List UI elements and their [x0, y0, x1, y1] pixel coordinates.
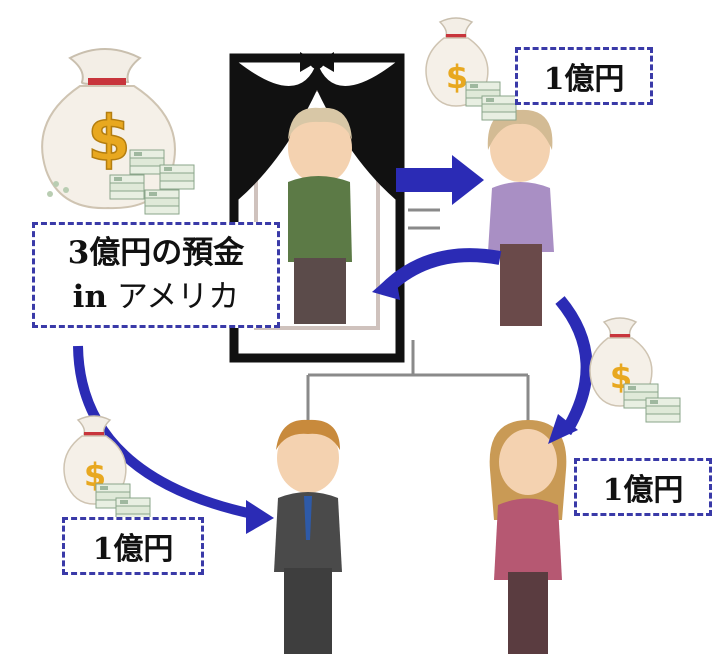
memorial-portrait-frame [229, 52, 405, 363]
deceased-elderly-man-figure [288, 107, 352, 324]
son-money-bag-icon: $ [63, 415, 151, 523]
deposit-amount-text: 3億円の預金 [67, 235, 245, 271]
daughter-amount-label: 1億円 [574, 458, 712, 516]
son-amount-label: 1億円 [62, 517, 204, 575]
daughter-figure [489, 420, 567, 654]
deposit-location-text: in アメリカ [73, 275, 240, 319]
estate-money-bag-icon: $ [41, 48, 195, 215]
us-deposit-label: 3億円の預金 in アメリカ [32, 222, 280, 328]
daughter-amount-text: 1億円 [602, 473, 684, 508]
spouse-money-bag-icon: $ [425, 17, 517, 121]
spouse-figure [487, 109, 554, 326]
arrow-to-son [73, 345, 263, 521]
spouse-amount-text: 1億円 [543, 62, 625, 97]
deposit-location-in: in [72, 279, 107, 315]
arrow-to-spouse [396, 155, 484, 205]
arrow-to-daughter [555, 296, 593, 436]
son-amount-text: 1億円 [92, 532, 174, 567]
daughter-money-bag-icon: $ [589, 317, 681, 423]
svg-text:$: $ [446, 58, 468, 96]
spouse-amount-label: 1億円 [515, 47, 653, 105]
deposit-location-country: アメリカ [107, 279, 240, 315]
estate-dollar-sign: $ [87, 102, 130, 175]
mourning-ribbon [238, 62, 396, 200]
son-figure [274, 419, 342, 654]
inheritance-arrows [73, 155, 593, 534]
family-tree-lines [306, 208, 530, 425]
